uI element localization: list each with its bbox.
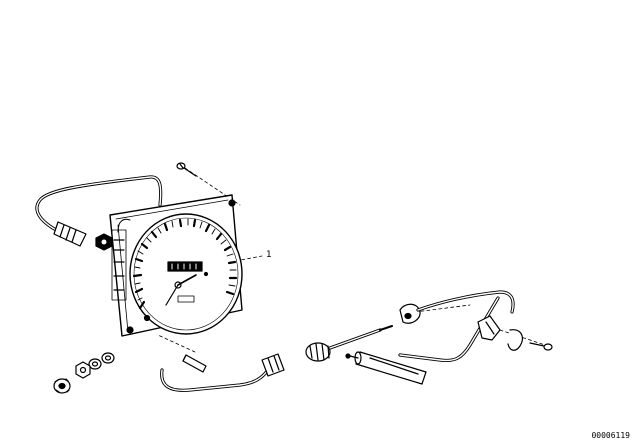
cable-connector-icon — [261, 353, 285, 377]
pin-icon — [182, 354, 207, 373]
dial-ticks — [132, 218, 238, 310]
speedometer-cluster — [109, 194, 243, 337]
retaining-clip-icon — [477, 315, 523, 351]
knurled-nut-icon — [53, 378, 71, 394]
drive-cable-right — [160, 290, 515, 392]
hex-nut-icon — [95, 233, 113, 251]
trip-window — [177, 295, 195, 303]
knurled-nut-icon — [305, 342, 331, 362]
diagram-id-label: 00006119 — [591, 431, 630, 440]
cable-connector-icon — [53, 221, 87, 247]
top-screw-icon — [176, 162, 197, 177]
odometer-window — [167, 261, 203, 272]
cable-sleeve-icon — [354, 351, 427, 385]
cable-grommet-icon — [399, 303, 421, 324]
washer-icon — [101, 352, 115, 364]
fastener-stack — [53, 352, 115, 394]
drive-cable-left — [35, 175, 163, 251]
washer-icon — [88, 358, 102, 370]
dial-needle — [177, 274, 197, 286]
dial-minor-ticks — [134, 218, 237, 301]
hex-nut-icon — [75, 361, 91, 379]
right-screw-icon — [529, 342, 553, 351]
callout-label-1: 1 — [266, 250, 272, 260]
